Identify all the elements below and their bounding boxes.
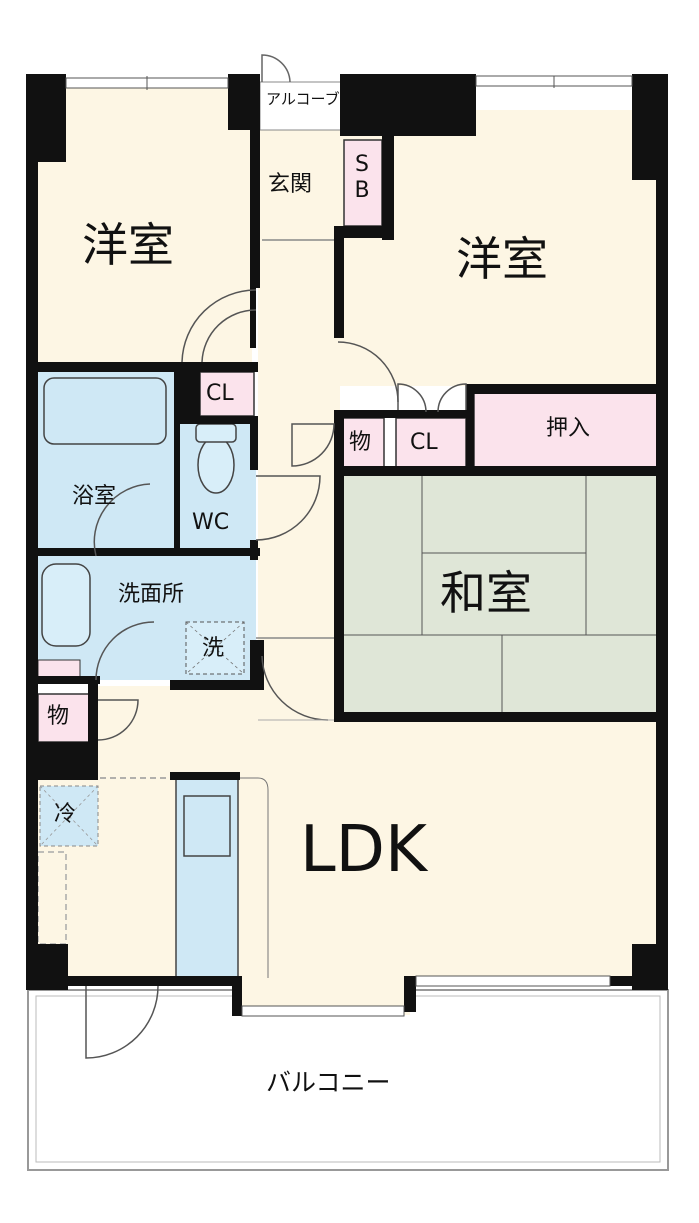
room-label-ldk: LDK	[300, 813, 427, 887]
room-label-entrance: 玄関	[268, 172, 313, 197]
washitsu-floor	[342, 475, 664, 715]
oshiire	[473, 391, 663, 469]
closet-right-label: CL	[410, 430, 438, 455]
fridge-label: 冷	[54, 802, 77, 827]
closet-left-label: CL	[206, 381, 234, 406]
shoe-box-label-s: S	[355, 152, 369, 177]
room-label-alcove: アルコーブ	[266, 90, 340, 108]
room-label-washroom: 洗面所	[118, 582, 185, 607]
closet-left	[199, 371, 255, 417]
storage-center-label: 物	[349, 430, 372, 455]
shoe-box-label-b: B	[354, 178, 370, 203]
storage-left-label: 物	[47, 704, 70, 729]
shoe-box-label: S B	[352, 152, 372, 204]
ldk-floor	[38, 715, 662, 985]
room-label-washitsu: 和室	[440, 566, 532, 620]
balcony-area	[27, 989, 669, 1171]
shoe-box	[343, 139, 383, 227]
room-label-balcony: バルコニー	[266, 1068, 391, 1097]
hallway	[258, 130, 340, 715]
closet-right	[395, 417, 467, 469]
room-label-western-left: 洋室	[82, 218, 174, 272]
room-label-wc: WC	[192, 510, 230, 535]
oshiire-label: 押入	[546, 416, 591, 441]
western-room-left	[38, 88, 252, 368]
washer-label: 洗	[202, 636, 225, 661]
room-label-bath: 浴室	[72, 484, 117, 509]
room-label-western-right: 洋室	[456, 232, 548, 286]
